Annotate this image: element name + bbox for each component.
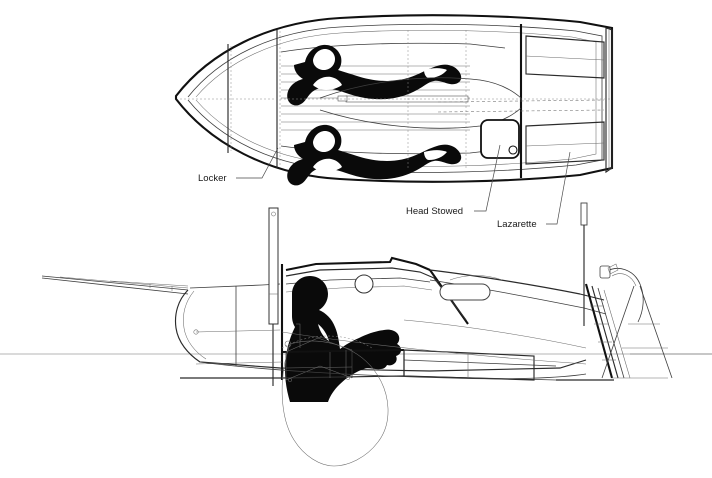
profile-stern-spar	[580, 202, 588, 326]
callout-lazarette-leader	[546, 151, 571, 225]
callout-lazarette: Lazarette	[497, 151, 571, 230]
plan-cockpit-seat-port	[525, 35, 605, 79]
profile-bow-fitting	[193, 329, 199, 335]
plan-head-stowed-unit	[480, 119, 520, 159]
profile-bowsprit	[41, 275, 189, 295]
profile-coachroof	[429, 269, 605, 301]
profile-topside-line-2	[281, 331, 587, 365]
callout-head-stowed-leader	[474, 144, 501, 212]
profile-porthole	[354, 274, 374, 294]
plan-cabin-trunk-edge	[319, 77, 522, 99]
profile-topside-line	[403, 319, 587, 349]
plan-cabin-trunk-edge-2	[319, 107, 522, 129]
profile-boat-stand	[601, 285, 673, 379]
callout-lazarette-label: Lazarette	[497, 219, 537, 230]
plan-centerline-filler-stub	[337, 95, 348, 102]
profile-aft-lockers	[403, 349, 535, 381]
profile-centerboard-down	[281, 340, 389, 467]
plan-cockpit-seat-starboard	[525, 121, 605, 165]
profile-bunk-flat	[195, 329, 281, 333]
profile-occupant-seated	[285, 276, 401, 402]
profile-view	[0, 202, 712, 467]
profile-deck-hatch	[439, 275, 503, 301]
profile-boarding-ladder	[590, 305, 616, 361]
callout-head-stowed: Head Stowed	[406, 144, 501, 217]
plan-view	[174, 14, 614, 186]
plan-cockpit-well	[437, 99, 605, 103]
plan-transom	[605, 27, 613, 174]
plan-occupant-port	[287, 44, 462, 106]
plan-occupant-starboard	[287, 124, 462, 186]
callout-locker-label: Locker	[198, 173, 227, 184]
profile-stem-inner	[183, 290, 207, 360]
plan-cockpit-well-2	[437, 109, 605, 113]
profile-coachroof-2	[429, 279, 607, 315]
callout-head-stowed-label: Head Stowed	[406, 206, 463, 217]
callout-locker-leader	[236, 147, 279, 179]
profile-keel-aft	[199, 361, 587, 380]
callout-locker: Locker	[198, 147, 279, 184]
profile-rudder-assembly	[599, 263, 644, 323]
plan-berth-port-edge	[280, 42, 506, 53]
